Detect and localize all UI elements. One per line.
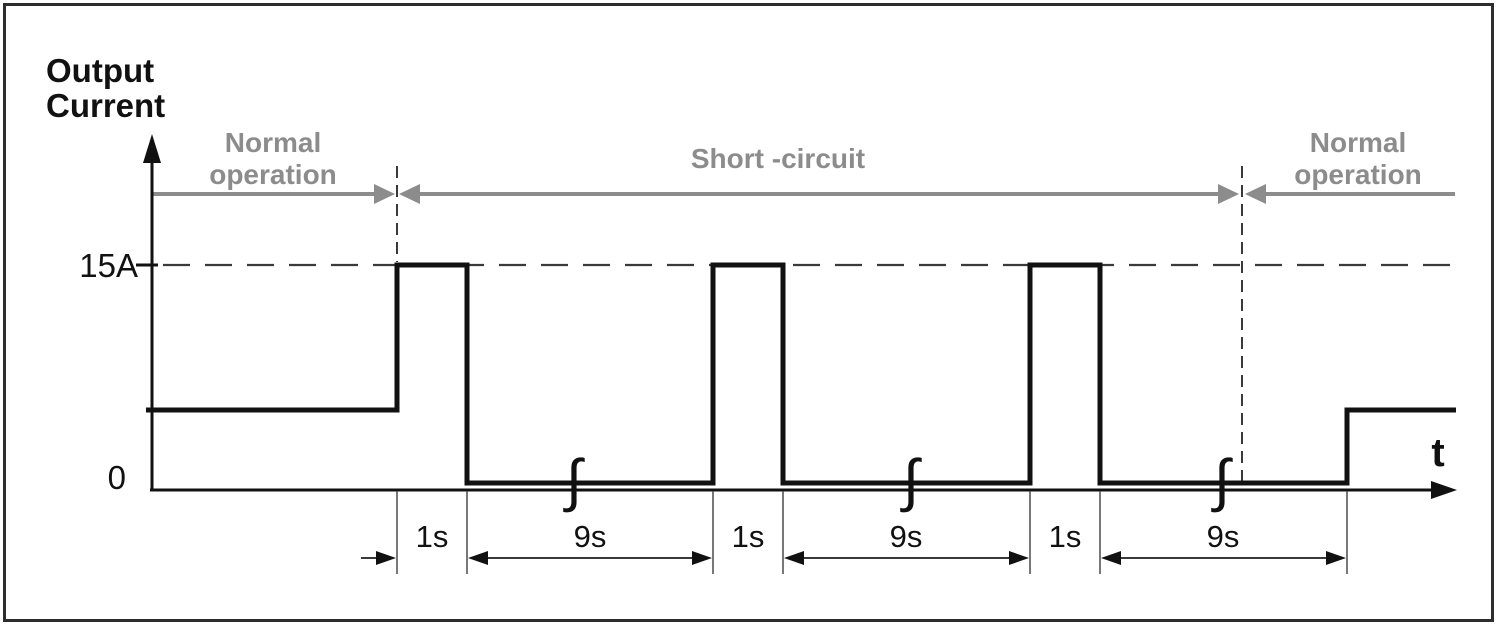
arrow-right-icon <box>692 551 712 565</box>
phase-label-short-circuit: Short -circuit <box>691 143 865 174</box>
phase-ruler <box>153 184 1455 204</box>
y-axis-title-line1: Output <box>46 52 154 89</box>
y-axis-title-line2: Current <box>46 87 165 124</box>
y-tick-label-0: 0 <box>108 459 126 496</box>
x-axis <box>150 481 1457 499</box>
phase-label-normal-right-line1: Normal <box>1310 127 1406 158</box>
phase-label-normal-left-line2: operation <box>209 159 337 190</box>
y-axis <box>143 134 161 490</box>
phase-label-normal-left-line1: Normal <box>225 127 321 158</box>
x-axis-label: t <box>1431 431 1444 475</box>
duration-label: 9s <box>890 519 923 554</box>
time-break-icon: ∫ <box>563 448 585 513</box>
duration-label: 9s <box>574 519 607 554</box>
arrow-right-icon <box>374 184 395 204</box>
duration-label: 1s <box>1049 519 1082 554</box>
duration-label: 9s <box>1207 519 1240 554</box>
arrow-right-icon <box>1431 481 1457 499</box>
phase-label-normal-right-line2: operation <box>1294 159 1422 190</box>
time-break-icon: ∫ <box>1211 448 1233 513</box>
arrow-left-icon <box>468 551 488 565</box>
arrow-right-icon <box>376 551 396 565</box>
arrow-left-icon <box>784 551 804 565</box>
arrow-left-icon <box>1245 184 1266 204</box>
output-current-waveform <box>146 262 1456 486</box>
dimension-extension-lines <box>396 491 1348 574</box>
arrow-right-icon <box>1326 551 1346 565</box>
y-tick-label-15a: 15A <box>79 247 138 284</box>
arrow-right-icon <box>1218 184 1239 204</box>
arrow-up-icon <box>143 134 161 163</box>
arrow-right-icon <box>1009 551 1029 565</box>
arrow-left-icon <box>399 184 420 204</box>
figure-border <box>3 3 1494 622</box>
arrow-left-icon <box>1101 551 1121 565</box>
duration-label: 1s <box>732 519 765 554</box>
time-break-icon: ∫ <box>900 448 922 513</box>
duration-label: 1s <box>416 519 449 554</box>
dimension-arrows <box>361 551 1346 565</box>
